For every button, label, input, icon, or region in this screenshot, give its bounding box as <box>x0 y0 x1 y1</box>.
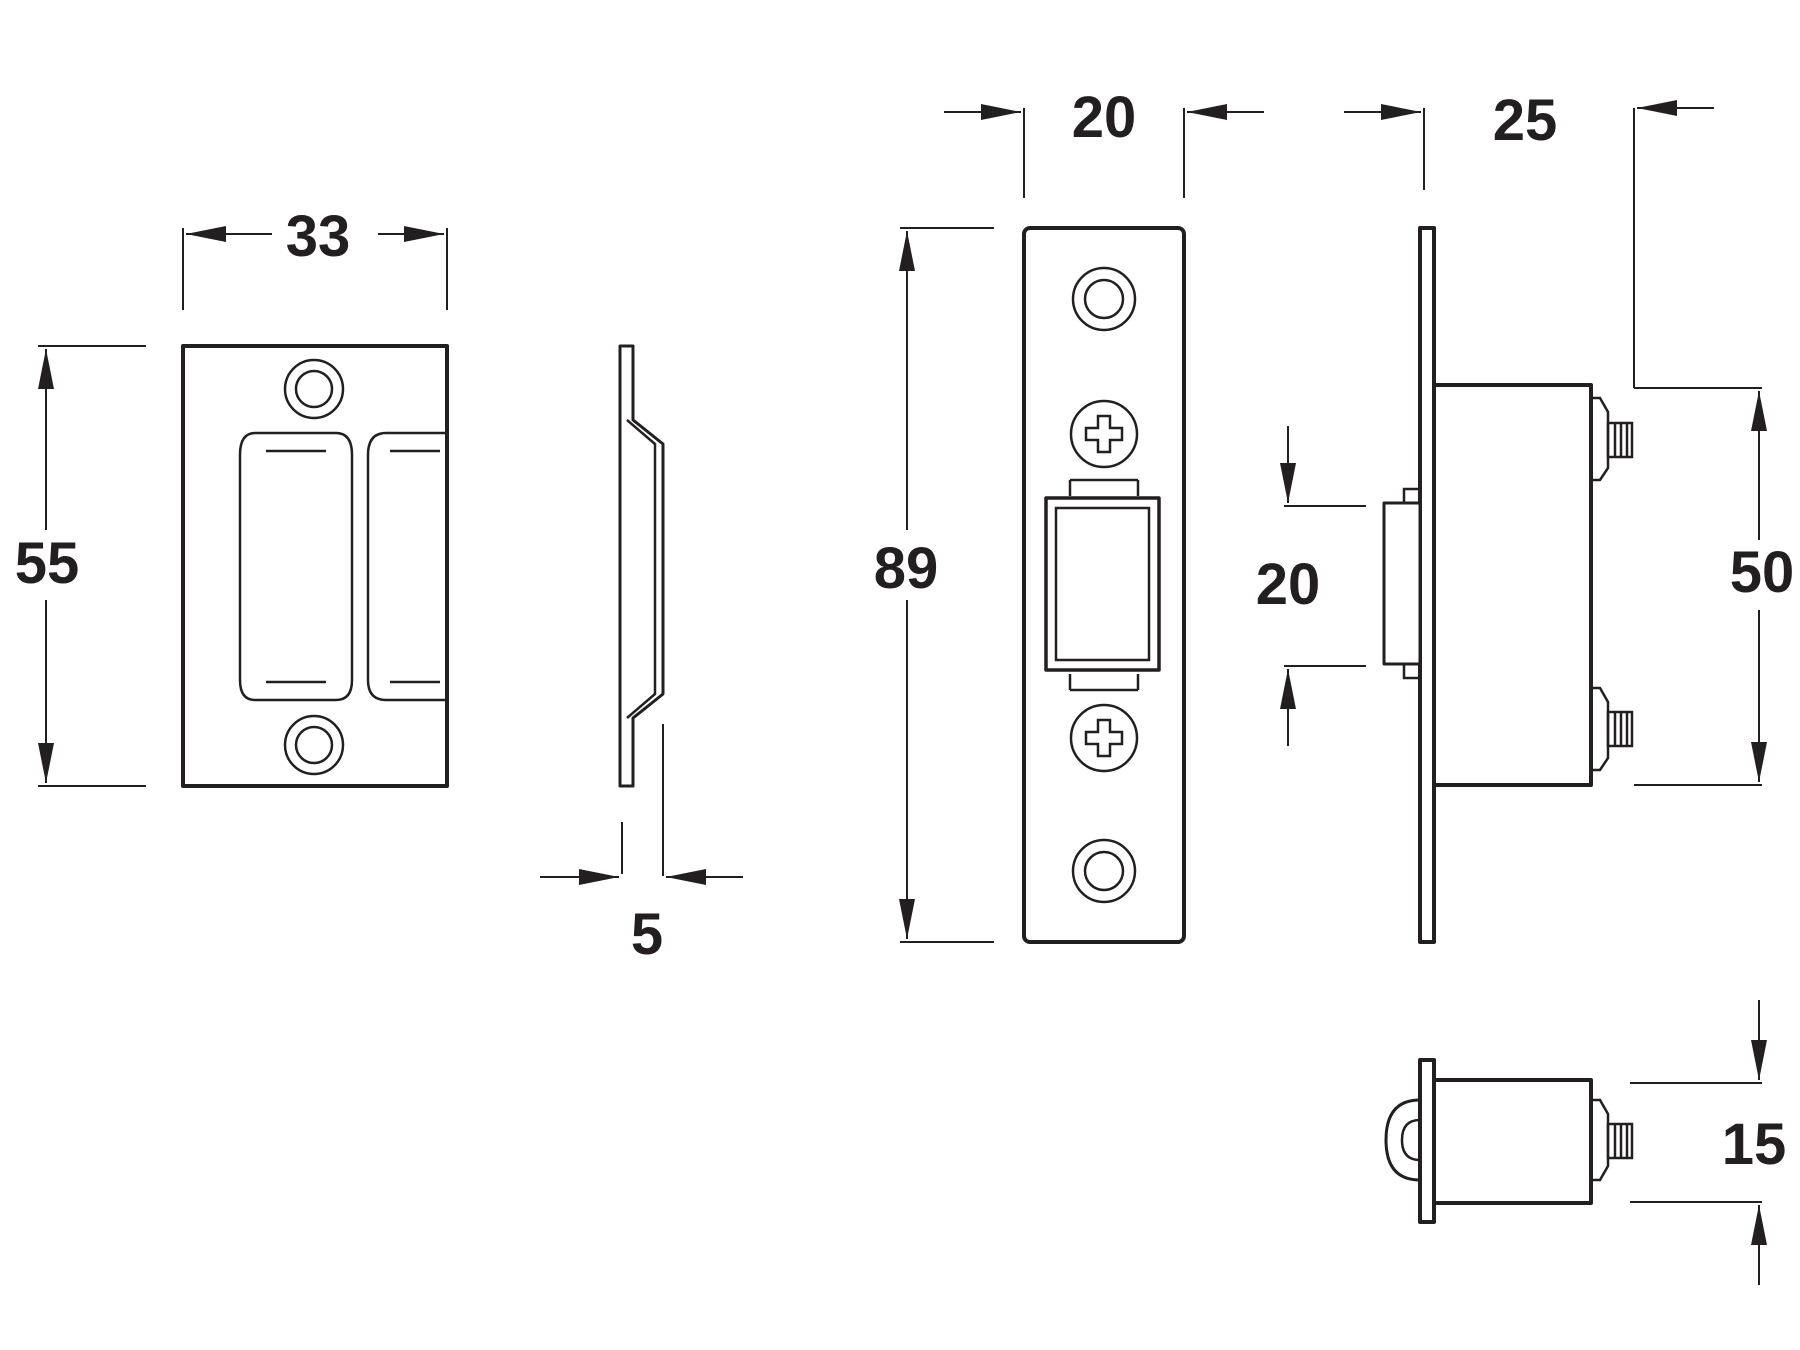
body-depth-label: 25 <box>1493 88 1558 153</box>
faceplate-width-label: 20 <box>1072 85 1137 150</box>
dimension-strike-depth: 5 <box>540 724 743 967</box>
roller-profile <box>1382 487 1422 680</box>
dimension-keep-height: 15 <box>1630 1000 1786 1285</box>
faceplate-hole-top <box>1071 266 1137 332</box>
strike-plate-front-view <box>181 344 449 788</box>
dimension-faceplate-height: 89 <box>874 227 994 943</box>
dimension-body-depth: 25 <box>1344 88 1762 389</box>
dimension-strike-width: 33 <box>182 204 448 310</box>
strike-recess-left <box>238 431 354 702</box>
roller-height-label: 20 <box>1256 552 1321 617</box>
strike-plate-side-view <box>618 344 665 788</box>
screw-hole-bottom <box>283 714 345 776</box>
keep-height-label: 15 <box>1722 1112 1787 1177</box>
phillips-screw-bottom <box>1069 703 1139 773</box>
roller-opening <box>1044 478 1161 692</box>
keep-adjuster <box>1591 1098 1634 1182</box>
dimension-strike-height: 55 <box>15 345 146 787</box>
screw-hole-top <box>283 358 345 420</box>
strike-height-label: 55 <box>15 531 80 596</box>
latch-body-side-view <box>1382 226 1634 944</box>
strike-depth-label: 5 <box>631 902 663 967</box>
strike-keep-side-view <box>1384 1058 1634 1224</box>
dimension-roller-height: 20 <box>1256 426 1366 746</box>
faceplate-hole-bottom <box>1071 838 1137 904</box>
strike-recess-right <box>366 431 447 702</box>
body-height-label: 50 <box>1730 540 1795 605</box>
spring-adjuster-bottom <box>1591 686 1634 772</box>
dimension-faceplate-width: 20 <box>944 85 1264 198</box>
spring-adjuster-top <box>1591 396 1634 482</box>
dimension-body-height: 50 <box>1634 391 1795 786</box>
phillips-screw-top <box>1069 399 1139 469</box>
faceplate-height-label: 89 <box>874 536 939 601</box>
latch-faceplate-front-view <box>1022 226 1186 944</box>
strike-width-label: 33 <box>286 204 351 269</box>
